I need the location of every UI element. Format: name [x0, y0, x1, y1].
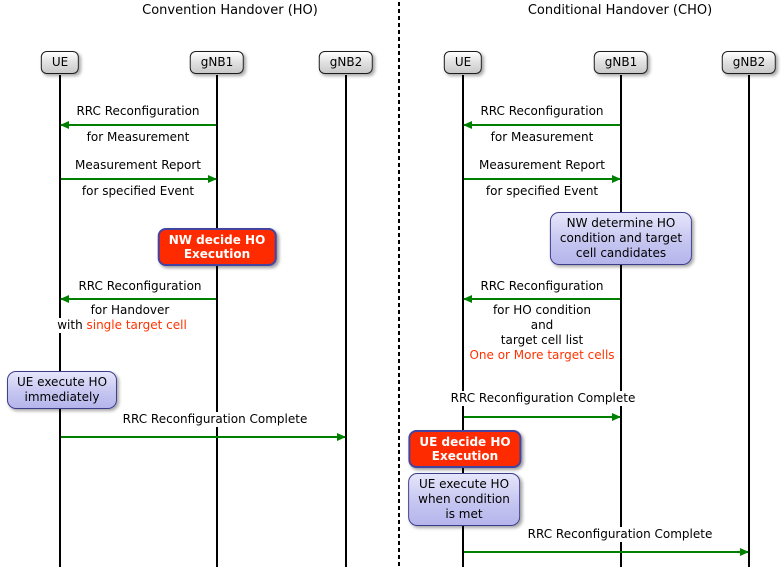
left-msg-rrc-handover-sub2: with single target cell	[54, 318, 190, 333]
right-msg-rrc-measurement-sub: for Measurement	[487, 130, 597, 145]
arrowhead-right-icon	[740, 547, 749, 556]
left-lifeline-gnb2	[345, 75, 347, 567]
left-lifeline-gnb1	[216, 75, 218, 567]
right-msg-measurement-report-arrow	[464, 174, 621, 183]
right-msg-rrc-ho-condition-sub2: and	[527, 318, 557, 333]
arrowhead-left-icon	[463, 120, 472, 129]
panel-divider	[398, 2, 400, 566]
right-msg-rrc-measurement-label: RRC Reconfiguration	[477, 104, 607, 119]
left-action-nw-decide-line1: NW decide HO	[168, 233, 266, 247]
arrowhead-left-icon	[60, 294, 69, 303]
arrowhead-left-icon	[463, 294, 472, 303]
right-actor-ue: UE	[443, 51, 483, 74]
left-msg-measurement-report-sub: for specified Event	[78, 184, 198, 199]
right-note-nw-determine-line2: condition and target	[559, 231, 683, 245]
right-note-nw-determine-line3: cell candidates	[575, 246, 667, 260]
right-msg-measurement-report-sub: for specified Event	[482, 184, 602, 199]
left-panel-title: Convention Handover (HO)	[142, 3, 318, 18]
right-lifeline-gnb2	[748, 75, 750, 567]
right-note-ue-execute-line1: UE execute HO	[418, 477, 510, 491]
right-msg-rrc-measurement-arrow	[463, 120, 620, 129]
right-lifeline-gnb1	[620, 75, 622, 567]
left-msg-measurement-report-label: Measurement Report	[72, 158, 204, 173]
left-msg-rrc-handover-sub2-highlight: single target cell	[86, 318, 187, 332]
left-msg-rrc-handover-sub2-prefix: with	[57, 318, 87, 332]
right-note-nw-determine-line1: NW determine HO	[566, 216, 676, 230]
left-msg-rrc-measurement-arrow	[60, 120, 216, 129]
left-actor-gnb2: gNB2	[318, 51, 374, 74]
right-note-ue-execute-line2: when condition	[418, 492, 510, 506]
right-actor-gnb2: gNB2	[721, 51, 777, 74]
left-note-ue-execute-line2: immediately	[24, 390, 100, 404]
left-msg-rrc-complete-label: RRC Reconfiguration Complete	[119, 412, 311, 427]
right-msg-rrc-complete-gnb2-arrow	[464, 547, 749, 556]
right-lifeline-ue	[462, 75, 464, 567]
left-action-nw-decide-line2: Execution	[183, 247, 251, 261]
left-actor-ue: UE	[40, 51, 80, 74]
left-note-ue-execute-ho: UE execute HO immediately	[6, 371, 118, 409]
right-panel-title: Conditional Handover (CHO)	[527, 3, 713, 18]
arrowhead-right-icon	[612, 412, 621, 421]
left-note-ue-execute-line1: UE execute HO	[16, 375, 108, 389]
left-action-nw-decide-ho: NW decide HO Execution	[157, 228, 277, 266]
right-action-ue-decide-line2: Execution	[431, 449, 499, 463]
right-msg-rrc-ho-condition-sub3: target cell list	[497, 333, 587, 348]
right-msg-rrc-ho-condition-label: RRC Reconfiguration	[477, 279, 607, 294]
right-action-ue-decide-line1: UE decide HO	[419, 435, 511, 449]
right-action-ue-decide-ho: UE decide HO Execution	[408, 430, 522, 468]
left-msg-rrc-measurement-sub: for Measurement	[83, 130, 193, 145]
right-note-ue-execute: UE execute HO when condition is met	[408, 473, 520, 526]
right-msg-rrc-complete-gnb1-label: RRC Reconfiguration Complete	[447, 391, 639, 406]
left-msg-rrc-complete-arrow	[61, 432, 346, 441]
right-msg-rrc-ho-condition-arrow	[463, 294, 620, 303]
right-note-ue-execute-line3: is met	[445, 507, 483, 521]
arrowhead-left-icon	[60, 120, 69, 129]
left-msg-rrc-handover-arrow	[60, 294, 216, 303]
right-msg-rrc-complete-gnb2-label: RRC Reconfiguration Complete	[524, 527, 716, 542]
left-actor-gnb1: gNB1	[189, 51, 245, 74]
right-msg-rrc-ho-condition-sub1: for HO condition	[489, 303, 595, 318]
left-msg-rrc-handover-label: RRC Reconfiguration	[75, 279, 205, 294]
arrowhead-right-icon	[612, 174, 621, 183]
right-note-nw-determine: NW determine HO condition and target cel…	[549, 212, 693, 265]
right-msg-rrc-ho-condition-highlight: One or More target cells	[466, 348, 618, 363]
left-msg-rrc-measurement-label: RRC Reconfiguration	[73, 104, 203, 119]
arrowhead-right-icon	[208, 174, 217, 183]
right-actor-gnb1: gNB1	[593, 51, 649, 74]
arrowhead-right-icon	[337, 432, 346, 441]
right-msg-rrc-complete-gnb1-arrow	[464, 412, 621, 421]
left-msg-measurement-report-arrow	[61, 174, 217, 183]
left-msg-rrc-handover-sub1: for Handover	[87, 303, 173, 318]
right-msg-measurement-report-label: Measurement Report	[476, 158, 608, 173]
